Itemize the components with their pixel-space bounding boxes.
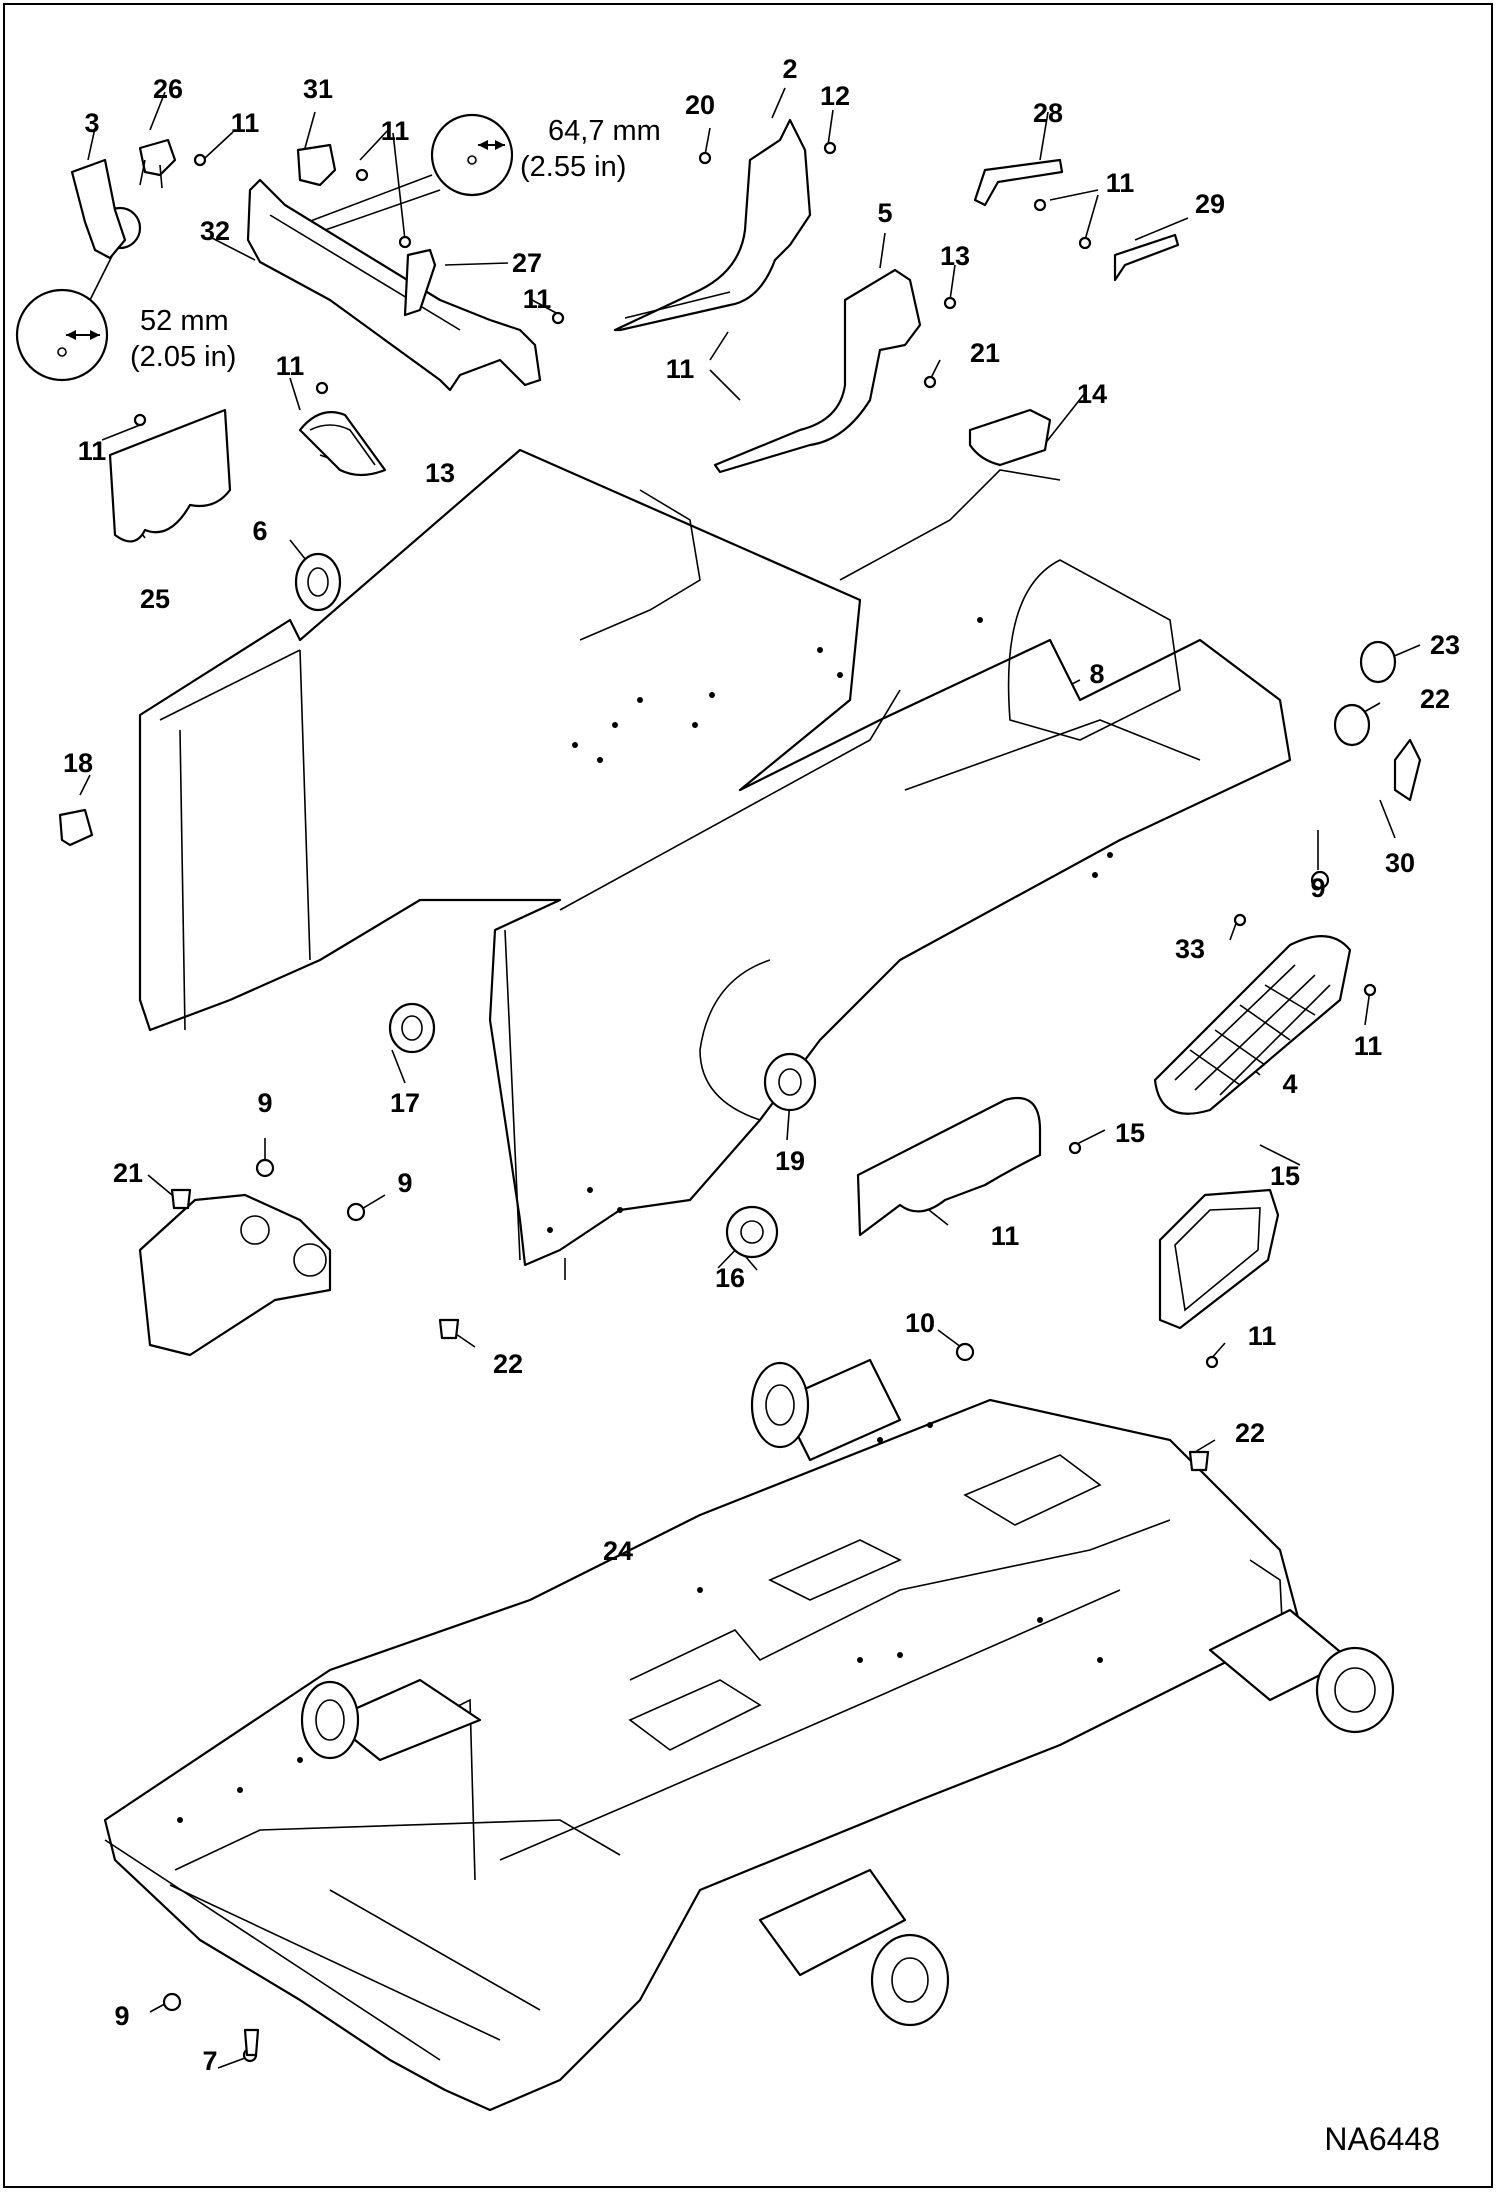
callout-label: 5 [877, 198, 892, 228]
callout-label: 10 [905, 1308, 935, 1338]
part-25-chassis [103, 1358, 1395, 2112]
callout-label: 21 [113, 1158, 143, 1188]
callout-label: 11 [78, 436, 107, 466]
part-14-cover [298, 411, 387, 477]
part-27-latch [138, 138, 177, 189]
callout-label: 9 [1310, 873, 1325, 903]
callout-label: 28 [1033, 98, 1063, 128]
part-15-bracket [968, 408, 1052, 467]
callout-label: 2 [782, 54, 797, 84]
part-20-bushing [763, 1052, 817, 1112]
dimension-value-64-7: 64,7 mm [548, 115, 661, 147]
dimension-alt-64-7: (2.55 in) [520, 151, 626, 183]
part-23-bushing [1333, 703, 1371, 747]
part-33-panel [246, 178, 542, 392]
part-2-panel [613, 118, 812, 332]
part-3-bracket [70, 158, 127, 260]
callout-label: 11 [276, 351, 305, 381]
callout-label: 24 [603, 1536, 633, 1566]
part-6-bushing [294, 552, 342, 612]
part-19-bracket [58, 808, 94, 847]
pivot-bracket-assembly [138, 1193, 332, 1357]
part-5-panel [713, 268, 922, 474]
part-4-grille [1153, 935, 1352, 1115]
callout-label: 9 [114, 2001, 129, 2031]
callout-label: 33 [1175, 934, 1205, 964]
callout-label: 11 [991, 1221, 1020, 1251]
hole-pattern [177, 617, 1113, 1823]
callout-label: 11 [523, 284, 552, 314]
callout-label: 15 [1270, 1161, 1300, 1191]
callout-label: 13 [425, 458, 455, 488]
callout-label: 22 [493, 1349, 523, 1379]
dimension-value-52: 52 mm [140, 305, 229, 337]
part-28-bracket [403, 248, 437, 317]
callout-label: 22 [1420, 684, 1450, 714]
part-29-bracket [973, 158, 1064, 207]
callout-label: 29 [1195, 189, 1225, 219]
part-26-panel [108, 408, 232, 543]
callout-label: 19 [775, 1146, 805, 1176]
callout-label: 20 [685, 90, 715, 120]
part-18-bushing [388, 1002, 436, 1054]
callout-label: 11 [231, 108, 260, 138]
callout-label: 31 [303, 74, 333, 104]
callout-label: 18 [63, 748, 93, 778]
callout-label: 27 [512, 248, 542, 278]
callout-label: 22 [1235, 1418, 1265, 1448]
callout-label: 15 [1115, 1118, 1145, 1148]
callout-label: 23 [1430, 630, 1460, 660]
dimension-text: 64,7 mm (2.55 in) 52 mm (2.05 in) [130, 115, 661, 373]
callout-label: 11 [381, 116, 410, 146]
drawing-frame [3, 3, 1493, 2188]
callout-label: 7 [202, 2046, 217, 2076]
callout-label: 3 [84, 108, 99, 138]
part-30-bracket [1113, 233, 1180, 282]
callout-label: 32 [200, 216, 230, 246]
callout-label: 9 [257, 1088, 272, 1118]
callout-label: 14 [1077, 379, 1107, 409]
callout-labels: 2 3 4 5 6 7 8 9 9 9 9 10 11 11 11 11 11 … [63, 54, 1460, 2076]
callout-label: 17 [390, 1088, 420, 1118]
part-16-cover [1158, 1188, 1280, 1330]
dimension-alt-52: (2.05 in) [130, 341, 236, 373]
callout-label: 9 [397, 1168, 412, 1198]
callout-label: 11 [666, 354, 695, 384]
callout-label: 11 [1354, 1031, 1383, 1061]
callout-label: 12 [820, 81, 850, 111]
callout-label: 11 [1106, 168, 1135, 198]
fastener-glyphs [133, 141, 1377, 2063]
callout-label: 30 [1385, 848, 1415, 878]
part-12-panel [856, 1096, 1042, 1237]
callout-label: 8 [1089, 659, 1104, 689]
callout-label: 25 [140, 584, 170, 614]
part-24-bushing [1359, 640, 1397, 684]
callout-label: 26 [153, 74, 183, 104]
drawing-reference-id: NA6448 [1324, 2121, 1440, 2157]
callout-label: 11 [1248, 1321, 1277, 1351]
callout-label: 4 [1282, 1069, 1297, 1099]
callout-label: 13 [940, 241, 970, 271]
part-17-bushing [725, 1205, 779, 1259]
part-32-latch [296, 143, 337, 187]
callout-label: 21 [970, 338, 1000, 368]
callout-label: 16 [715, 1263, 745, 1293]
callout-label: 6 [252, 516, 267, 546]
part-31-clip [1393, 738, 1422, 802]
